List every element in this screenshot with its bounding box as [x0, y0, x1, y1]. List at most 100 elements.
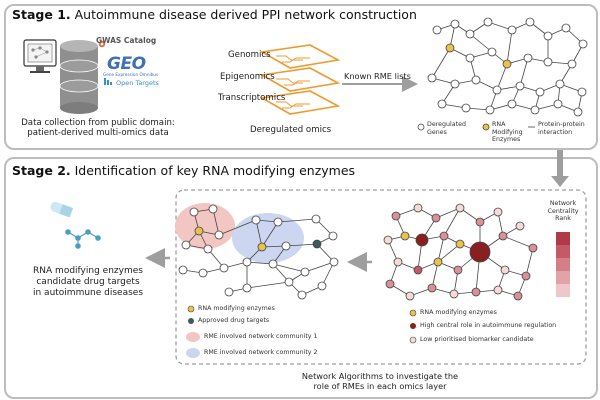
rank-swatch: [556, 232, 570, 245]
rank-title: Network Centrality Rank: [543, 200, 583, 223]
omics-transcriptomics-label: Transcriptomics: [218, 93, 286, 103]
centrality-node: [383, 235, 393, 245]
centrality-node: [427, 283, 437, 293]
known-rme-label: Known RME lists: [344, 71, 411, 81]
legend-ppi-label: Protein-protein interaction: [538, 121, 585, 136]
stage1-title: Stage 1. Autoimmune disease derived PPI …: [12, 7, 417, 22]
centrality-node: [431, 213, 441, 223]
legend3-rme-marker: [409, 309, 417, 317]
community-node: [273, 217, 283, 227]
centrality-node: [400, 231, 410, 241]
centrality-node: [498, 231, 508, 241]
legend3-low-label: Low prioritised biomarker candidate: [420, 336, 534, 343]
centrality-node: [393, 257, 403, 267]
community-node: [194, 226, 204, 236]
ppi1-node: [487, 47, 497, 57]
molecule-icon: [65, 229, 101, 249]
ppi1-node: [578, 39, 588, 49]
result-line3: in autoimmune diseases: [32, 288, 144, 298]
centrality-edge: [502, 235, 534, 249]
legend-gene-marker: [417, 123, 425, 131]
community-node: [317, 281, 327, 291]
community-edge: [218, 219, 257, 236]
legend3-rme-label: RNA modifying enzymes: [420, 309, 497, 316]
rank-swatch: [556, 271, 570, 284]
ppi1-node: [507, 25, 517, 35]
centrality-network: [383, 203, 538, 301]
centrality-node: [500, 265, 510, 275]
result-caption: RNA modifying enzymes candidate drug tar…: [8, 266, 168, 299]
ppi1-node: [543, 31, 553, 41]
ppi1-node: [555, 79, 565, 89]
gwas-logo-icon: [98, 40, 106, 48]
omics-layers-icon: [259, 44, 341, 115]
centrality-node: [385, 279, 395, 289]
ppi1-node: [437, 99, 447, 109]
community-node: [208, 204, 218, 214]
stage1-ppi-network: [427, 17, 588, 117]
legend-gene-line2: Genes: [427, 128, 447, 136]
centrality-node: [413, 203, 423, 213]
community-node: [219, 263, 229, 273]
open-targets-label: Open Targets: [116, 79, 159, 87]
open-targets-icon: [104, 78, 112, 85]
ppi1-node: [432, 25, 442, 35]
centrality-node: [433, 257, 443, 267]
community-network: [178, 204, 339, 300]
ppi1-node: [465, 53, 475, 63]
ppi1-node: [485, 105, 495, 115]
legend2-community1-marker: [186, 332, 200, 342]
ppi1-node: [577, 87, 587, 97]
community-node: [311, 214, 321, 224]
community-node: [203, 244, 213, 254]
legend2-community2-label: RME involved network community 2: [204, 349, 318, 356]
legend-rme-line1: RNA: [492, 121, 506, 128]
legend3-low-marker: [409, 336, 417, 344]
centrality-node: [391, 211, 401, 221]
geo-subtitle-label: Gene Expression Omnibus: [103, 72, 159, 77]
result-line2: candidate drug targets: [36, 277, 140, 287]
rank-swatch: [556, 284, 570, 297]
ppi1-node: [450, 19, 460, 29]
legend-gene-label: Deregulated Genes: [427, 121, 466, 136]
stage2-title: Stage 2. Identification of key RNA modif…: [12, 163, 355, 178]
centrality-node: [449, 289, 459, 299]
centrality-node: [455, 203, 465, 213]
ppi1-node: [450, 79, 460, 89]
rank-swatch: [556, 245, 570, 258]
omics-caption: Deregulated omics: [250, 125, 332, 135]
centrality-edge: [525, 247, 534, 277]
monitor-icon: [23, 39, 57, 73]
centrality-edge: [437, 243, 461, 263]
ppi1-edge: [496, 63, 508, 91]
ppi1-edge: [506, 29, 513, 65]
ppi1-node: [523, 53, 533, 63]
legend-rme-line3: Enzymes: [492, 136, 521, 143]
community-node: [181, 240, 191, 250]
ppi1-node: [567, 59, 577, 69]
centrality-node: [415, 233, 429, 247]
network-algorithms-caption: Network Algorithms to investigate the ro…: [280, 371, 480, 391]
geo-logo-label: GEO: [107, 54, 146, 74]
stage1-panel: [4, 4, 598, 150]
legend2-rme-marker: [187, 305, 195, 313]
ppi1-node: [530, 105, 540, 115]
community-node: [257, 242, 267, 252]
legend3-high-marker: [410, 323, 416, 329]
stage2-title-bold: Stage 2.: [12, 163, 71, 178]
centrality-node: [455, 239, 465, 249]
community-node: [281, 241, 291, 251]
stage1-title-rest: Autoimmune disease derived PPI network c…: [74, 7, 417, 22]
ppi1-node: [461, 103, 471, 113]
ppi1-node: [492, 85, 502, 95]
ppi1-node: [427, 73, 437, 83]
centrality-node: [493, 285, 503, 295]
ppi1-node: [515, 81, 525, 91]
gwas-catalog-label: GWAS Catalog: [96, 36, 157, 45]
data-caption-line1: Data collection from public domain:: [21, 118, 175, 128]
legend-rme-marker: [482, 123, 490, 131]
legend2-community1-label: RME involved network community 1: [204, 333, 318, 340]
centrality-node: [521, 271, 531, 281]
